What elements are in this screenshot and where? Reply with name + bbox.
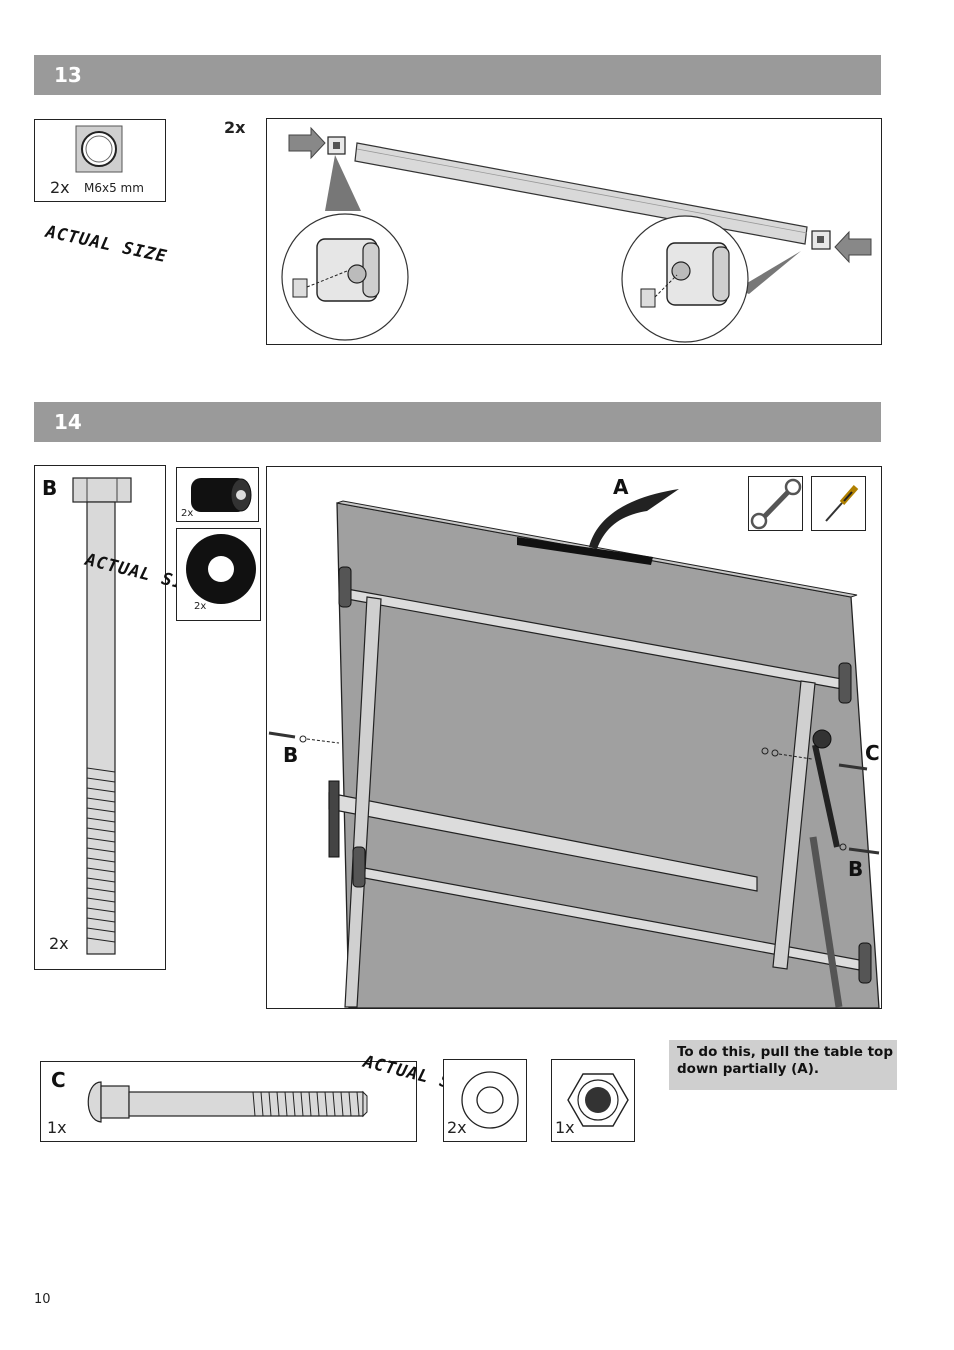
flat-washer-icon <box>461 1071 519 1129</box>
label-b-left: B <box>283 743 299 767</box>
label-b-right: B <box>848 857 864 881</box>
parts-box-screws: 2x M6x5 mm <box>34 119 166 202</box>
label-a: A <box>613 475 629 499</box>
wrench-icon <box>750 478 802 530</box>
screw-qty: 2x <box>50 178 70 197</box>
instruction-note: To do this, pull the table top down part… <box>669 1040 897 1090</box>
screw-head-icon <box>75 125 123 173</box>
step-14-illustration: A B C B <box>266 466 882 1009</box>
tool-box-wrench <box>748 476 803 531</box>
actual-size-stamp: ACTUAL SIZE <box>43 222 169 268</box>
parts-box-bolt-b: B 2x <box>34 465 166 970</box>
rubber-washer-icon <box>186 534 256 604</box>
parts-box-bolt-c: C 1x <box>40 1061 417 1142</box>
screwdriver-icon <box>825 485 859 522</box>
long-bolt-icon <box>72 477 132 955</box>
parts-box-nut: 1x <box>551 1059 635 1142</box>
sleeve-icon <box>191 478 252 512</box>
step-13-header: 13 <box>34 55 881 95</box>
page-number: 10 <box>34 1292 51 1307</box>
crossbar-endcap-diagram <box>281 126 872 343</box>
sleeve-qty: 2x <box>181 508 194 519</box>
bolt-b-qty: 2x <box>49 934 69 953</box>
step-14-header: 14 <box>34 402 881 442</box>
part-letter-b: B <box>42 476 58 500</box>
label-c: C <box>865 741 880 765</box>
washer-qty: 2x <box>194 601 207 612</box>
part-letter-c: C <box>51 1068 66 1092</box>
step-13-illustration <box>266 118 882 345</box>
lock-nut-icon <box>567 1073 629 1127</box>
carriage-bolt-icon <box>87 1081 368 1123</box>
assembly-qty: 2x <box>224 118 246 137</box>
step-number: 14 <box>54 410 82 434</box>
screw-size: M6x5 mm <box>84 181 144 195</box>
table-top-assembly-diagram <box>268 489 880 1008</box>
bolt-c-qty: 1x <box>47 1118 67 1137</box>
step-number: 13 <box>54 63 82 87</box>
parts-box-washer: 2x <box>176 528 261 621</box>
nut-qty: 1x <box>555 1118 575 1137</box>
washer2-qty: 2x <box>447 1118 467 1137</box>
parts-box-sleeve: 2x <box>176 467 259 522</box>
tool-box-screwdriver <box>811 476 866 531</box>
parts-box-washer-flat: 2x <box>443 1059 527 1142</box>
